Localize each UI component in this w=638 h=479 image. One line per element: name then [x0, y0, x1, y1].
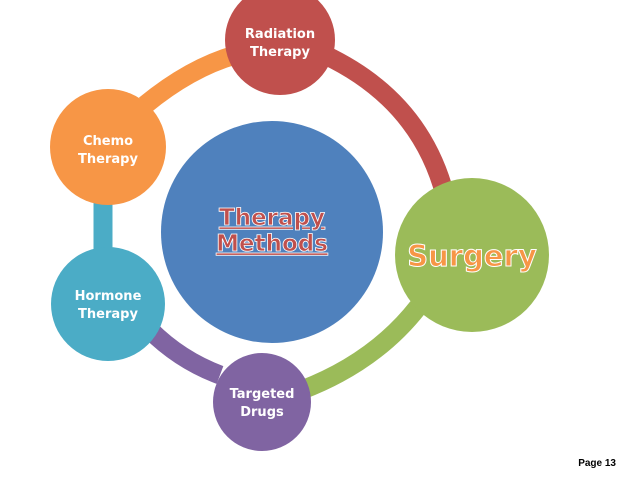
center-title-line2: Methods — [216, 231, 328, 257]
arc-surgery-to-targeted — [298, 301, 426, 399]
center-circle — [161, 121, 383, 343]
node-targeted-line1: Targeted — [230, 387, 295, 402]
node-radiation-line1: Radiation — [245, 27, 315, 42]
arc-radiation-to-surgery — [320, 46, 455, 198]
node-surgery: Surgery — [395, 178, 549, 332]
arc-chemo-to-radiation — [138, 45, 238, 113]
page-number: Page 13 — [578, 458, 616, 469]
node-chemo-therapy: Chemo Therapy — [50, 89, 166, 205]
node-chemo-line1: Chemo — [83, 134, 133, 149]
node-radiation-therapy: Radiation Therapy — [225, 0, 335, 95]
node-chemo-line2: Therapy — [78, 152, 138, 167]
node-radiation-line2: Therapy — [250, 45, 310, 60]
center-title: Therapy Methods — [216, 205, 329, 258]
node-hormone-therapy: Hormone Therapy — [51, 247, 165, 361]
node-targeted-drugs: Targeted Drugs — [213, 353, 311, 451]
arc-targeted-to-hormone — [143, 323, 224, 384]
node-surgery-label: Surgery — [407, 239, 537, 273]
node-targeted-line2: Drugs — [240, 405, 284, 420]
node-hormone-line1: Hormone — [75, 289, 142, 304]
node-hormone-line2: Therapy — [78, 307, 138, 322]
center-title-line1: Therapy — [219, 205, 325, 231]
